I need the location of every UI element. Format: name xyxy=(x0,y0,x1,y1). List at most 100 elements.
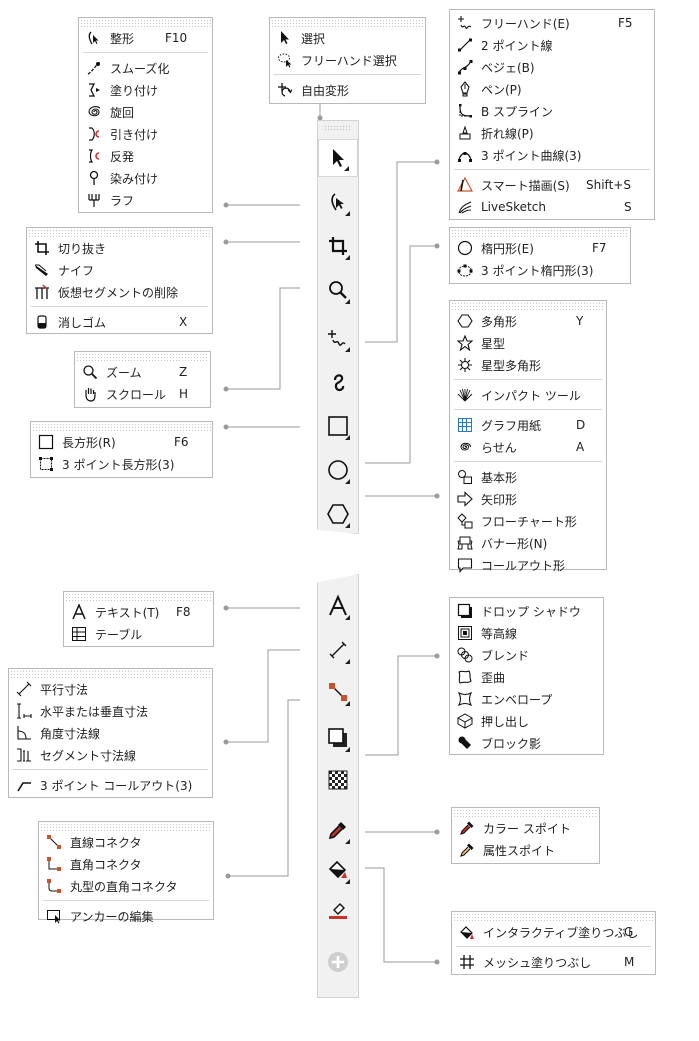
menu-item-contour[interactable]: 等高線 xyxy=(450,622,603,644)
virtual-segment-delete-icon xyxy=(34,284,50,300)
menu-item-two-point-line[interactable]: 2 ポイント線 xyxy=(450,34,654,56)
menu-item-twirl[interactable]: 旋回 xyxy=(79,101,212,123)
menu-item-freehand[interactable]: フリーハンド(E) F5 xyxy=(450,12,654,34)
menu-item-roughen[interactable]: ラフ xyxy=(79,189,212,211)
menu-grip[interactable] xyxy=(453,809,598,817)
fill-bucket-icon xyxy=(328,860,347,879)
menu-item-eraser[interactable]: 消しゴム X xyxy=(27,311,212,333)
menu-item-crop[interactable]: 切り抜き xyxy=(27,237,212,259)
menu-grip[interactable] xyxy=(76,353,209,361)
menu-item-pen[interactable]: ペン(P) xyxy=(450,78,654,100)
menu-item-polygon[interactable]: 多角形 Y xyxy=(450,310,606,332)
toolbox-grip[interactable] xyxy=(324,125,352,131)
magnifier-icon xyxy=(329,281,347,299)
menu-item-angular-dimension[interactable]: 角度寸法線 xyxy=(9,722,212,744)
menu-item-attribute-eyedropper[interactable]: 属性スポイト xyxy=(452,839,599,861)
pick-tool[interactable] xyxy=(318,139,358,177)
ellipse-tool[interactable] xyxy=(318,451,358,489)
menu-item-arrow-shapes[interactable]: 矢印形 xyxy=(450,488,606,510)
menu-item-straight-connector[interactable]: 直線コネクタ xyxy=(39,831,213,853)
menu-item-rectangle-3point[interactable]: 3 ポイント長方形(3) xyxy=(31,453,212,475)
menu-item-color-eyedropper[interactable]: カラー スポイト xyxy=(452,817,599,839)
connector-tool[interactable] xyxy=(318,673,358,711)
menu-item-b-spline[interactable]: B スプライン xyxy=(450,100,654,122)
shape-tool[interactable] xyxy=(318,183,358,221)
zoom-tool[interactable] xyxy=(318,271,358,309)
menu-item-livesketch[interactable]: LiveSketch S xyxy=(450,196,654,218)
menu-grip[interactable] xyxy=(10,670,211,678)
menu-item-distort[interactable]: 歪曲 xyxy=(450,666,603,688)
menu-item-polyline[interactable]: 折れ線(P) xyxy=(450,122,654,144)
menu-item-rectangle[interactable]: 長方形(R) F6 xyxy=(31,431,212,453)
add-tool[interactable] xyxy=(318,943,358,981)
menu-grip[interactable] xyxy=(271,19,424,27)
menu-item-rounded-connector[interactable]: 丸型の直角コネクタ xyxy=(39,875,213,897)
menu-item-ellipse[interactable]: 楕円形(E) F7 xyxy=(450,237,630,259)
menu-grip[interactable] xyxy=(451,302,605,310)
text-tool[interactable] xyxy=(318,587,358,625)
menu-item-three-point-curve[interactable]: 3 ポイント曲線(3) xyxy=(450,144,654,166)
menu-item-drop-shadow[interactable]: ドロップ シャドウ xyxy=(450,600,603,622)
menu-item-blend[interactable]: ブレンド xyxy=(450,644,603,666)
menu-grip[interactable] xyxy=(40,823,212,831)
smart-fill-tool[interactable] xyxy=(318,891,358,929)
menu-grip[interactable] xyxy=(32,423,211,431)
menu-item-knife[interactable]: ナイフ xyxy=(27,259,212,281)
menu-item-right-angle-connector[interactable]: 直角コネクタ xyxy=(39,853,213,875)
menu-item-complex-star[interactable]: 星型多角形 xyxy=(450,354,606,376)
menu-item-free-transform[interactable]: 自由変形 xyxy=(270,79,425,101)
menu-item-hv-dimension[interactable]: 水平または垂直寸法 xyxy=(9,700,212,722)
menu-item-ellipse-3point[interactable]: 3 ポイント楕円形(3) xyxy=(450,259,630,281)
menu-item-bezier[interactable]: ベジェ(B) xyxy=(450,56,654,78)
menu-item-envelope[interactable]: エンベロープ xyxy=(450,688,603,710)
menu-item-mesh-fill[interactable]: メッシュ塗りつぶし M xyxy=(452,951,655,973)
menu-item-graph-paper[interactable]: グラフ用紙 D xyxy=(450,414,606,436)
menu-item-callout-shapes[interactable]: コールアウト形 xyxy=(450,554,606,576)
menu-item-extrude[interactable]: 押し出し xyxy=(450,710,603,732)
menu-item-spiral[interactable]: らせん A xyxy=(450,436,606,458)
menu-grip[interactable] xyxy=(453,913,654,921)
polygon-tool[interactable] xyxy=(318,495,358,533)
freehand-tool[interactable] xyxy=(318,319,358,357)
menu-item-shape[interactable]: 整形 F10 xyxy=(79,27,212,49)
menu-item-star[interactable]: 星型 xyxy=(450,332,606,354)
menu-item-table[interactable]: テーブル xyxy=(64,623,213,645)
transparency-tool[interactable] xyxy=(318,761,358,799)
menu-item-attract[interactable]: 引き付け xyxy=(79,123,212,145)
menu-item-virtual-segment-delete[interactable]: 仮想セグメントの削除 xyxy=(27,281,212,303)
menu-grip[interactable] xyxy=(80,19,211,27)
menu-item-smear[interactable]: 染み付け xyxy=(79,167,212,189)
menu-item-impact[interactable]: インパクト ツール xyxy=(450,384,606,406)
menu-item-text[interactable]: テキスト(T) F8 xyxy=(64,601,213,623)
menu-item-zoom[interactable]: ズーム Z xyxy=(75,361,210,383)
menu-item-block-shadow[interactable]: ブロック影 xyxy=(450,732,603,754)
eyedropper-tool[interactable] xyxy=(318,811,358,849)
menu-item-callout-3point[interactable]: 3 ポイント コールアウト(3) xyxy=(9,774,212,796)
menu-grip[interactable] xyxy=(65,593,212,601)
drop-shadow-tool[interactable] xyxy=(318,719,358,757)
menu-item-segment-dimension[interactable]: セグメント寸法線 xyxy=(9,744,212,766)
menu-item-repel[interactable]: 反発 xyxy=(79,145,212,167)
menu-item-select[interactable]: 選択 xyxy=(270,27,425,49)
menu-item-freehand-select[interactable]: フリーハンド選択 xyxy=(270,49,425,71)
dimension-tool[interactable] xyxy=(318,631,358,669)
menu-item-basic-shapes[interactable]: 基本形 xyxy=(450,466,606,488)
menu-item-smooth[interactable]: スムーズ化 xyxy=(79,57,212,79)
menu-item-flowchart-shapes[interactable]: フローチャート形 xyxy=(450,510,606,532)
menu-item-edit-anchor[interactable]: アンカーの編集 xyxy=(39,905,213,927)
menu-item-interactive-fill[interactable]: インタラクティブ塗りつぶし G xyxy=(452,921,655,943)
crop-tool[interactable] xyxy=(318,227,358,265)
magnifier-icon xyxy=(82,364,98,380)
menu-item-banner-shapes[interactable]: バナー形(N) xyxy=(450,532,606,554)
menu-item-parallel-dimension[interactable]: 平行寸法 xyxy=(9,678,212,700)
menu-item-pan[interactable]: スクロール H xyxy=(75,383,210,405)
rectangle-tool[interactable] xyxy=(318,407,358,445)
menu-grip[interactable] xyxy=(451,229,629,237)
menu-item-smudge[interactable]: 塗り付け xyxy=(79,79,212,101)
arrow-shapes-icon xyxy=(457,491,473,507)
menu-grip[interactable] xyxy=(28,229,211,237)
artistic-media-tool[interactable] xyxy=(318,363,358,401)
interactive-fill-tool[interactable] xyxy=(318,851,358,889)
ellipse-3point-icon xyxy=(457,262,473,278)
menu-item-smart-drawing[interactable]: スマート描画(S) Shift+S xyxy=(450,174,654,196)
